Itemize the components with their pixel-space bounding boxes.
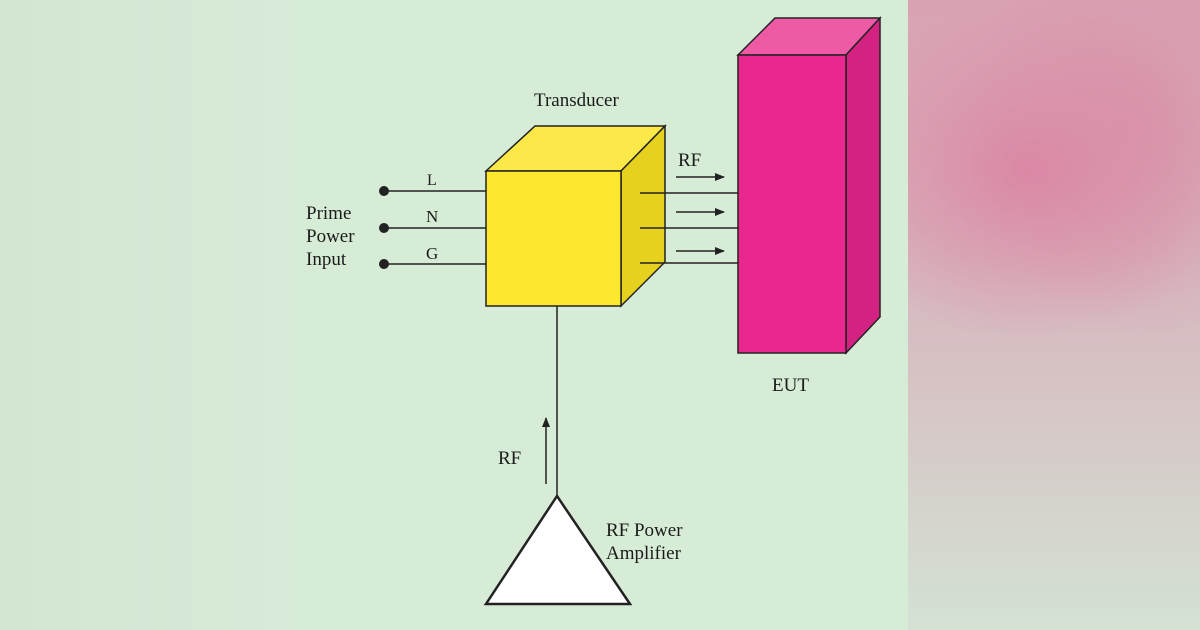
- line-g-label: G: [426, 244, 438, 263]
- terminal-dot: [379, 186, 389, 196]
- line-l-label: L: [427, 172, 437, 189]
- background-left: [0, 0, 292, 630]
- transducer-cube: [484, 124, 667, 308]
- rf-output-label: RF: [678, 150, 701, 171]
- eut-front-face: [737, 54, 847, 354]
- terminal-dot: [379, 223, 389, 233]
- amplifier-label-line2: Amplifier: [606, 543, 682, 564]
- rf-output-arrows: [676, 173, 725, 255]
- power-input-lines: [384, 190, 486, 265]
- prime-power-label-line3: Input: [306, 249, 347, 270]
- prime-power-label-line2: Power: [306, 226, 355, 247]
- line-n-label: N: [426, 207, 438, 226]
- transducer-front-face: [485, 170, 622, 307]
- amplifier-triangle: [483, 493, 633, 606]
- amplifier-label-line1: RF Power: [606, 520, 683, 541]
- background-right: [908, 0, 1200, 630]
- prime-power-label-line1: Prime: [306, 203, 351, 224]
- rf-input-label: RF: [498, 448, 521, 469]
- rf-output-lines: [640, 192, 738, 264]
- eut-side-face: [845, 16, 881, 355]
- eut-box: [736, 16, 882, 355]
- power-terminals: [379, 186, 389, 269]
- eut-label: EUT: [772, 375, 809, 396]
- transducer-label: Transducer: [534, 90, 619, 111]
- terminal-dot: [379, 259, 389, 269]
